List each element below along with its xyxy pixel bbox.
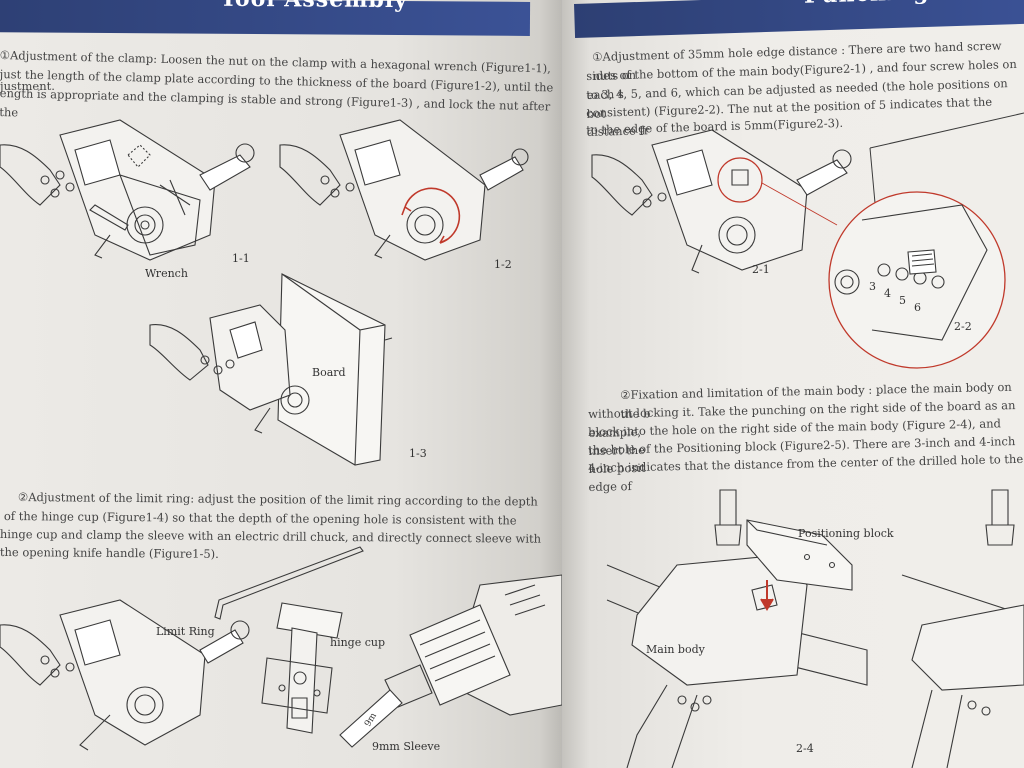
figure-1-2-label: 1-2 — [494, 258, 512, 271]
hex-key-figure — [205, 545, 365, 625]
left-header-banner: Tool Assembly — [0, 0, 531, 36]
sleeve-label: 9mm Sleeve — [372, 740, 441, 753]
figure-1-3-label: 1-3 — [409, 447, 427, 460]
limit-ring-figure — [0, 585, 260, 765]
right-header-title: Punching — [803, 0, 929, 9]
board-edge-figure — [870, 108, 1024, 208]
clamp-figure-1-1 — [0, 115, 270, 275]
hole-number-3: 3 — [869, 280, 876, 293]
step2-line4: the opening knife handle (Figure1-5). — [0, 544, 219, 561]
hole-number-6: 6 — [914, 301, 921, 314]
hinge-cup-label: hinge cup — [330, 636, 386, 649]
wrench-label: Wrench — [145, 267, 188, 280]
left-page: Tool Assembly ①Adjustment of the clamp: … — [0, 0, 562, 768]
positioning-block-label: Positioning block — [798, 527, 894, 540]
right-page: Punching ①Adjustment of 35mm hole edge d… — [562, 0, 1024, 768]
screw-hole-detail-figure-2-2 — [812, 190, 1024, 365]
limit-ring-label: Limit Ring — [156, 625, 215, 638]
main-body-label: Main body — [646, 643, 705, 656]
positioning-figure-2-5-partial — [902, 485, 1024, 768]
drill-sleeve-figure — [330, 575, 562, 765]
hinge-cup-figure — [262, 598, 352, 738]
left-header-title: Tool Assembly — [220, 0, 408, 13]
figure-2-1-label: 2-1 — [752, 263, 770, 276]
step1-line4: justment. — [0, 79, 55, 93]
clamp-figure-1-2 — [280, 115, 540, 275]
right-header-banner: Punching — [574, 0, 1024, 38]
positioning-figure-2-4 — [607, 485, 867, 768]
hole-number-5: 5 — [899, 294, 906, 307]
hole-number-4: 4 — [884, 287, 891, 300]
figure-1-1-label: 1-1 — [232, 252, 250, 265]
clamp-on-board-figure-1-3 — [150, 270, 400, 470]
board-label: Board — [312, 366, 346, 379]
figure-2-4-label: 2-4 — [796, 742, 814, 755]
main-body-figure-2-1 — [592, 125, 862, 285]
figure-2-2-label: 2-2 — [954, 320, 972, 333]
